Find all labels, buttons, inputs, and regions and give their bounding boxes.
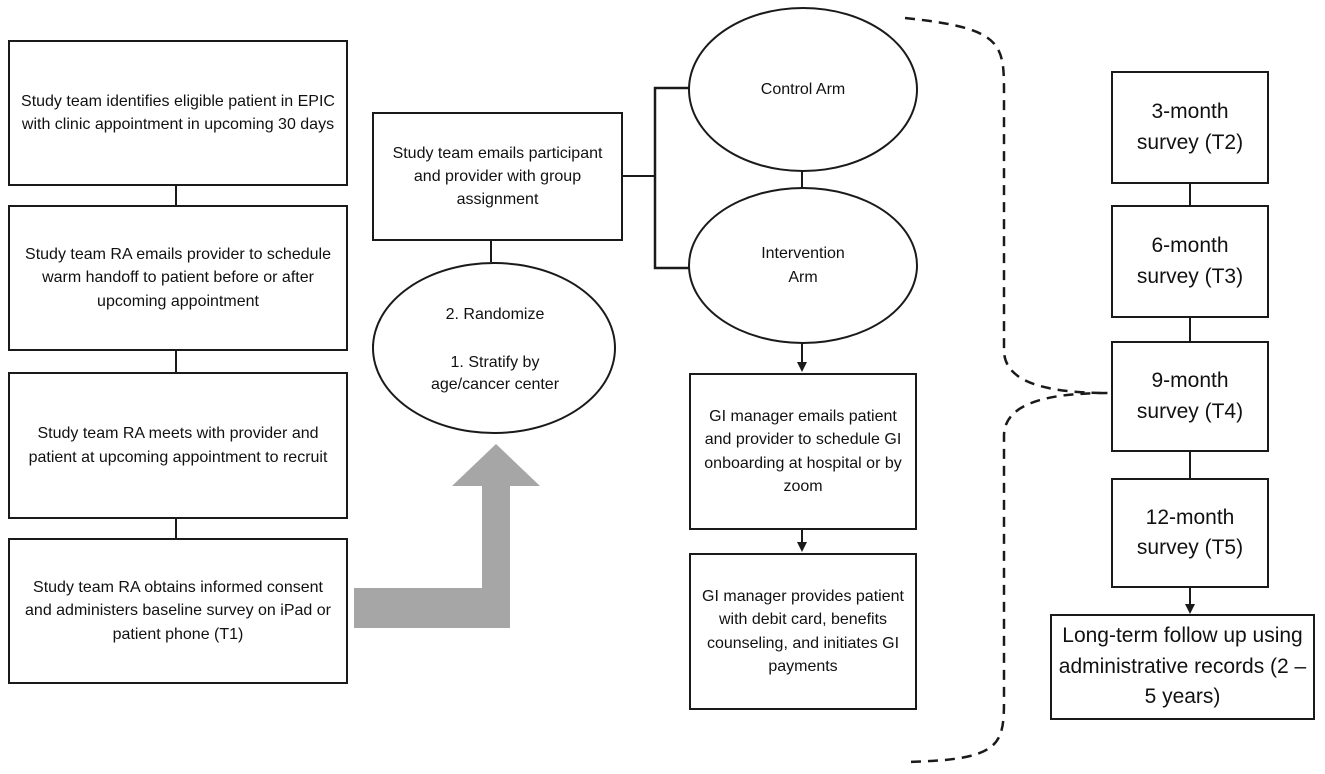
randomize-oval — [372, 262, 616, 434]
survey-t5-box: 12-month survey (T5) — [1111, 478, 1269, 588]
step-email-provider-box: Study team RA emails provider to schedul… — [8, 205, 348, 351]
arms-bracket — [653, 86, 690, 270]
step-meet-text: Study team RA meets with provider and pa… — [28, 425, 328, 466]
control-arm-label: Control Arm — [760, 80, 846, 98]
randomize-label: 2. Randomize — [445, 306, 545, 323]
onboarding-text: GI manager emails patient and provider t… — [704, 408, 902, 495]
survey-t4-text: 9-month survey (T4) — [1136, 369, 1244, 423]
payments-text: GI manager provides patient with debit c… — [702, 588, 904, 675]
group-assignment-box: Study team emails participant and provid… — [372, 112, 623, 241]
payments-box: GI manager provides patient with debit c… — [689, 553, 917, 710]
arrowhead-onboarding — [797, 362, 807, 372]
arrowhead-longterm — [1185, 604, 1195, 614]
stratify-label: 1. Stratify by age/cancer center — [430, 354, 560, 394]
survey-t3-box: 6-month survey (T3) — [1111, 205, 1269, 318]
survey-t5-text: 12-month survey (T5) — [1136, 505, 1244, 559]
dashed-brace — [904, 16, 1109, 764]
intervention-arm-label: Intervention Arm — [761, 245, 845, 286]
long-term-text: Long-term follow up using administrative… — [1058, 624, 1307, 709]
onboarding-box: GI manager emails patient and provider t… — [689, 373, 917, 530]
survey-t4-box: 9-month survey (T4) — [1111, 341, 1269, 452]
survey-t3-text: 6-month survey (T3) — [1136, 234, 1244, 288]
step-consent-text: Study team RA obtains informed consent a… — [25, 579, 331, 643]
survey-t2-text: 3-month survey (T2) — [1136, 100, 1244, 154]
step-meet-box: Study team RA meets with provider and pa… — [8, 372, 348, 519]
group-assignment-text: Study team emails participant and provid… — [392, 144, 603, 209]
step-identify-box: Study team identifies eligible patient i… — [8, 40, 348, 186]
long-term-box: Long-term follow up using administrative… — [1050, 614, 1315, 720]
survey-t2-box: 3-month survey (T2) — [1111, 71, 1269, 184]
control-arm-oval: Control Arm — [688, 7, 918, 172]
intervention-arm-oval: Intervention Arm — [688, 187, 918, 344]
big-arrow — [354, 444, 540, 628]
arrowhead-payments — [797, 542, 807, 552]
step-identify-text: Study team identifies eligible patient i… — [21, 92, 335, 133]
step-email-provider-text: Study team RA emails provider to schedul… — [25, 246, 331, 310]
step-consent-box: Study team RA obtains informed consent a… — [8, 538, 348, 684]
